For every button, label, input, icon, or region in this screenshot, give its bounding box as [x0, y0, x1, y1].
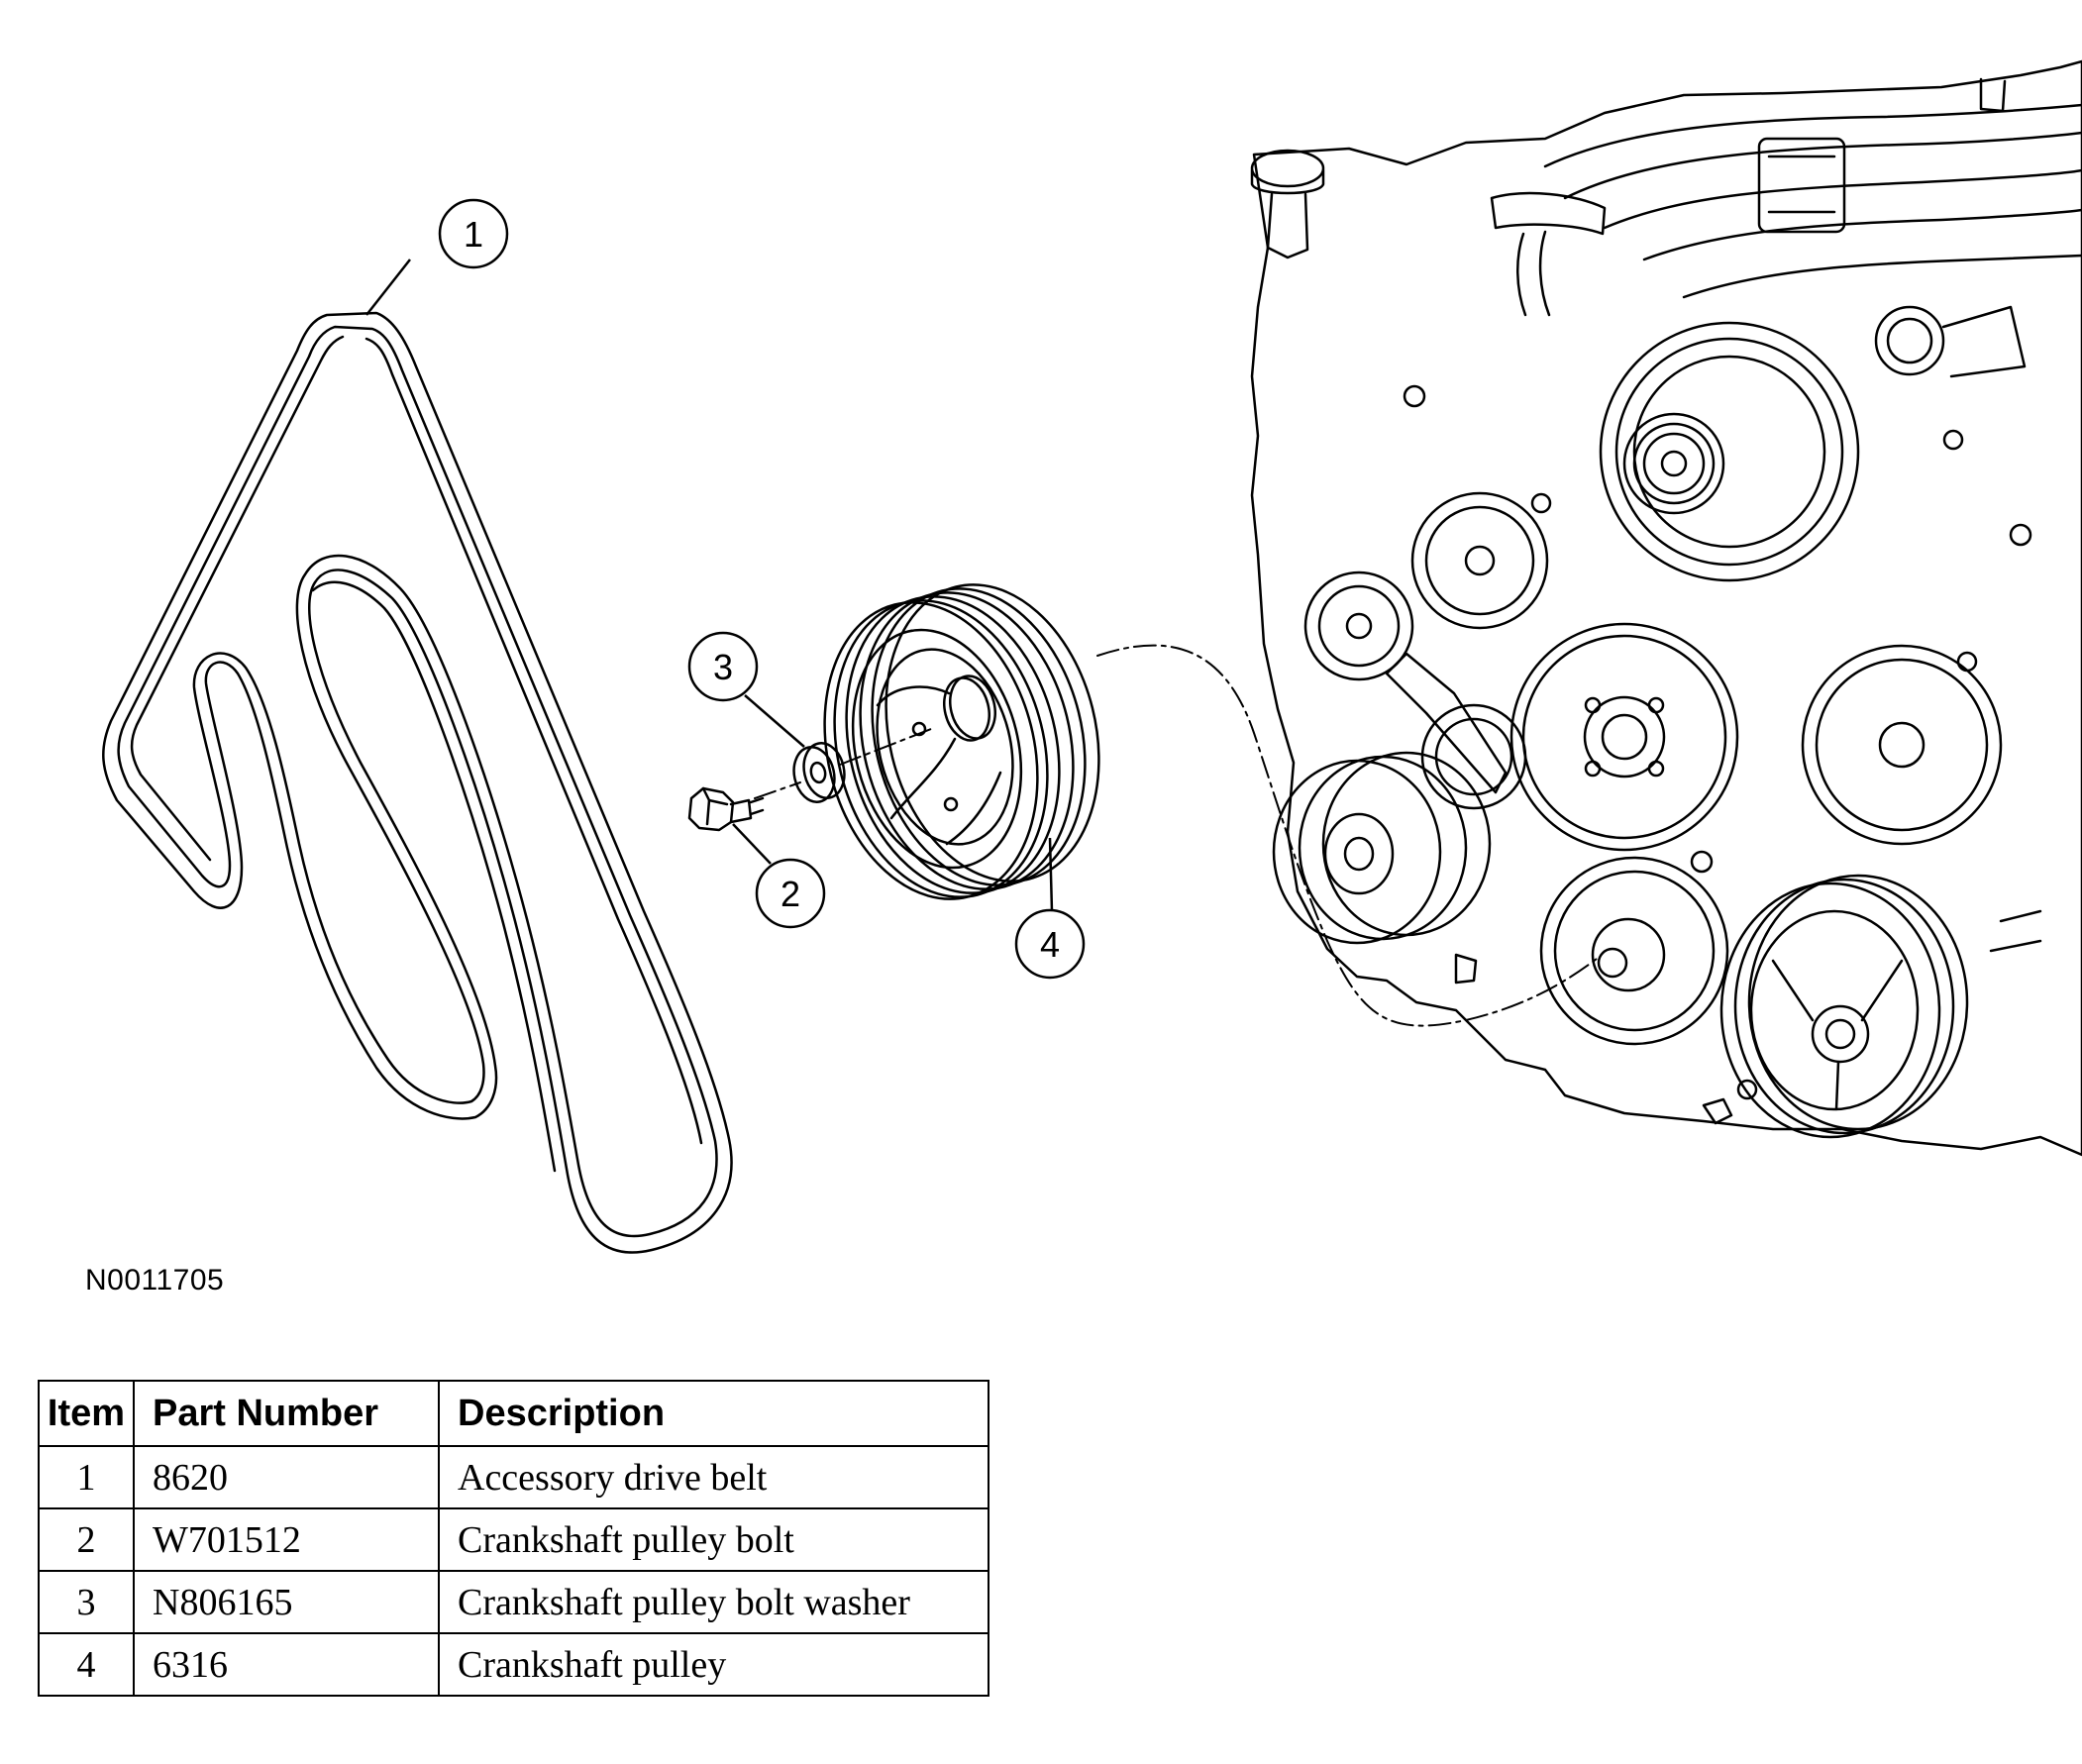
header-item: Item [38, 1380, 135, 1447]
callout-4-label: 4 [1040, 924, 1060, 965]
cell-description: Crankshaft pulley bolt [438, 1507, 989, 1572]
cell-description: Crankshaft pulley bolt washer [438, 1570, 989, 1634]
engine-assembly [1250, 59, 2082, 1157]
callout-2: 2 [732, 823, 826, 929]
crankshaft-pulley-bolt-washer [792, 742, 846, 803]
accessory-drive-belt [102, 311, 733, 1254]
header-description: Description [438, 1380, 989, 1447]
parts-table: Item Part Number Description 1 8620 Acce… [38, 1380, 989, 1697]
cell-part-number: N806165 [133, 1570, 440, 1634]
callout-3-label: 3 [713, 647, 733, 687]
cell-part-number: 6316 [133, 1632, 440, 1697]
callout-1: 1 [365, 198, 509, 316]
crankshaft-pulley [823, 583, 1100, 900]
callout-2-label: 2 [781, 874, 800, 914]
cell-item: 1 [38, 1445, 135, 1509]
table-row: 2 W701512 Crankshaft pulley bolt [38, 1507, 989, 1572]
cell-part-number: W701512 [133, 1507, 440, 1572]
figure-id: N0011705 [85, 1264, 225, 1297]
table-row: 3 N806165 Crankshaft pulley bolt washer [38, 1570, 989, 1634]
cell-part-number: 8620 [133, 1445, 440, 1509]
cell-description: Crankshaft pulley [438, 1632, 989, 1697]
cell-item: 3 [38, 1570, 135, 1634]
cell-description: Accessory drive belt [438, 1445, 989, 1509]
alignment-line [754, 644, 1598, 1027]
table-header-row: Item Part Number Description [38, 1380, 989, 1447]
crankshaft-pulley-bolt [687, 786, 765, 832]
callout-4: 4 [1014, 837, 1086, 980]
table-row: 1 8620 Accessory drive belt [38, 1445, 989, 1509]
header-part-number: Part Number [133, 1380, 440, 1447]
callout-3: 3 [687, 631, 805, 748]
cell-item: 2 [38, 1507, 135, 1572]
callout-1-label: 1 [464, 214, 483, 255]
cell-item: 4 [38, 1632, 135, 1697]
table-row: 4 6316 Crankshaft pulley [38, 1632, 989, 1697]
